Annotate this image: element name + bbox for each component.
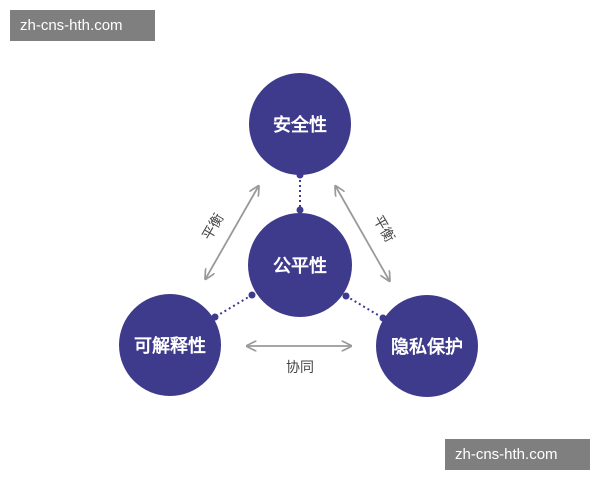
arrow-left-balance [206, 187, 258, 278]
node-privacy-circle [376, 295, 478, 397]
node-security-circle [249, 73, 351, 175]
node-fairness-circle [248, 213, 352, 317]
connector-fairness-privacy [345, 295, 384, 319]
watermark-bottom: zh-cns-hth.com [445, 439, 590, 470]
connector-dot [296, 206, 304, 214]
synergy-label: 协同 [286, 360, 314, 376]
right-balance-label: 平衡 [370, 213, 398, 245]
connector-dot [342, 292, 350, 300]
node-privacy-label: 隐私保护 [391, 336, 463, 358]
node-privacy: 隐私保护 [376, 295, 478, 397]
node-fairness: 公平性 [248, 213, 352, 317]
node-security-label: 安全性 [273, 114, 327, 136]
node-explainability: 可解释性 [119, 294, 221, 396]
arrow-right-balance [336, 187, 389, 280]
node-explainability-circle [119, 294, 221, 396]
connector-fairness-explainability [214, 294, 253, 318]
watermark-top: zh-cns-hth.com [10, 10, 155, 41]
connector-dot [248, 291, 256, 299]
node-security: 安全性 [249, 73, 351, 175]
relation-arrows [206, 187, 389, 346]
node-fairness-label: 公平性 [273, 255, 327, 277]
left-balance-label: 平衡 [200, 211, 228, 243]
node-explainability-label: 可解释性 [134, 335, 206, 357]
